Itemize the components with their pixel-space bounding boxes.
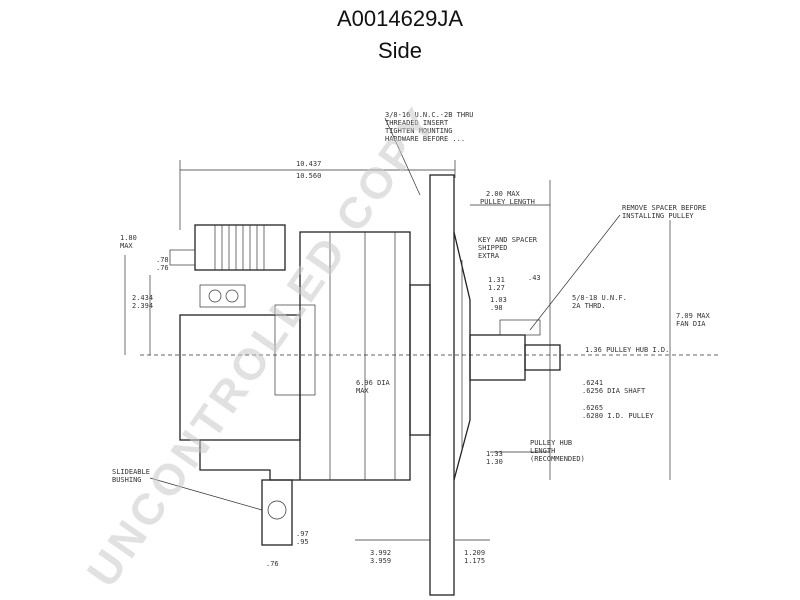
spacer-leader xyxy=(529,214,621,331)
dia-shaft: .6241.6256 DIA SHAFT xyxy=(582,379,646,395)
thread-leader xyxy=(384,117,421,196)
front-flange xyxy=(429,174,455,596)
bushing-leader xyxy=(149,477,263,511)
id-pulley: .6265.6280 I.D. PULLEY xyxy=(582,404,654,420)
view-subtitle: Side xyxy=(377,38,423,63)
rear-housing xyxy=(179,314,301,441)
small-dim-2: .43 xyxy=(528,274,541,282)
pulley-hub-id: 1.36 PULLEY HUB I.D. xyxy=(585,346,669,354)
pulley-hub xyxy=(469,334,526,381)
bottom-dim-4: .76 xyxy=(266,560,279,568)
left-dim-3: .78.76 xyxy=(156,256,169,272)
shaft xyxy=(524,344,561,371)
terminal-block xyxy=(199,284,246,308)
slideable-bushing-hole xyxy=(267,500,287,520)
regulator xyxy=(194,224,286,271)
part-number-title: A0014629JA xyxy=(337,6,463,31)
watermark: UNCONTROLLED COPY xyxy=(78,97,447,595)
pulley-length-2: PULLEY LENGTH xyxy=(480,198,535,206)
mounting-foot xyxy=(261,479,293,546)
front-bearing-hub xyxy=(409,284,431,436)
brush-holder xyxy=(274,304,316,396)
terminal-stud xyxy=(169,249,196,266)
small-dim-3: 1.03.98 xyxy=(490,296,507,312)
bottom-dim-3: .97.95 xyxy=(296,530,309,546)
cooling-fins xyxy=(214,225,265,270)
terminal-nut xyxy=(225,289,239,303)
shaft-thread-note: 5/8-18 U.N.F.2A THRD. xyxy=(572,294,627,310)
overall-length-2: 10.560 xyxy=(296,172,321,180)
pulley-length-1: 2.00 MAX xyxy=(486,190,521,198)
spacer xyxy=(499,319,541,336)
terminal-nut xyxy=(208,289,222,303)
overall-length-1: 10.437 xyxy=(296,160,321,168)
